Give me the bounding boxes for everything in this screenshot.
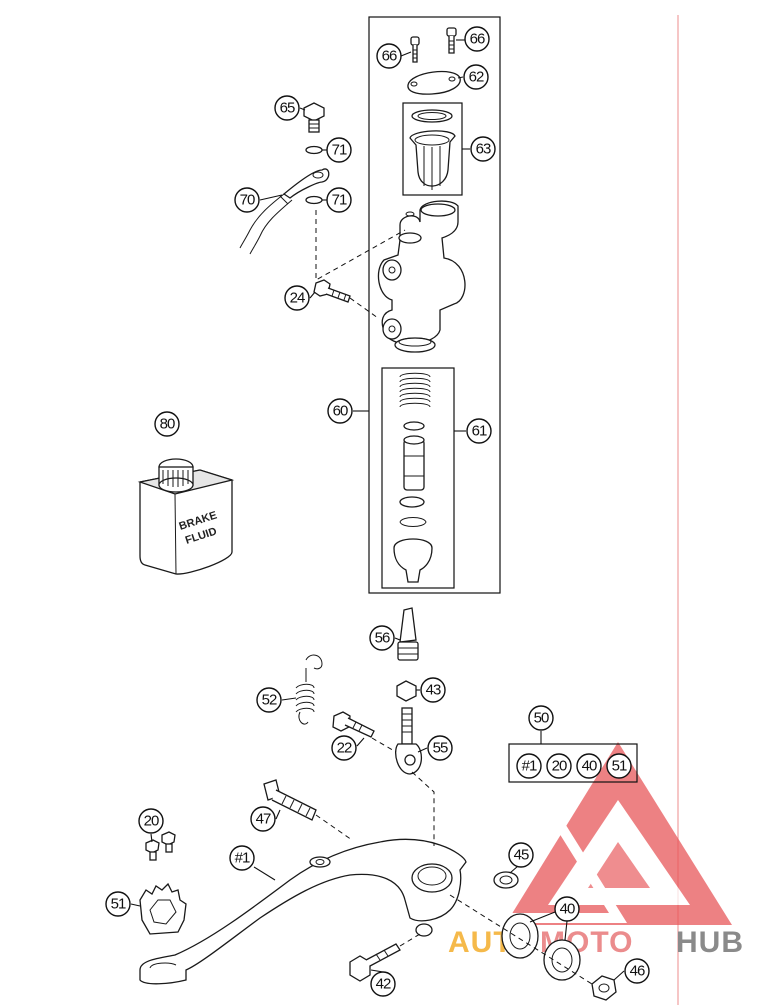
svg-text:20: 20 <box>144 813 159 830</box>
reservoir-cap <box>407 70 461 95</box>
svg-text:51: 51 <box>612 758 627 775</box>
brake-pedal <box>139 838 467 985</box>
callout-62: 62 <box>463 64 489 90</box>
callout-43: 43 <box>420 677 446 703</box>
svg-text:40: 40 <box>582 758 597 775</box>
callout-24: 24 <box>284 285 310 311</box>
callout-47: 47 <box>250 806 276 832</box>
svg-text:20: 20 <box>552 758 567 775</box>
sealing-washer-bottom <box>305 195 323 205</box>
callout-61: 61 <box>466 418 492 444</box>
reservoir-filter <box>409 109 456 190</box>
callout-63: 63 <box>470 136 496 162</box>
svg-text:50: 50 <box>534 710 549 727</box>
svg-text:24: 24 <box>290 290 305 307</box>
pedal-step-plate <box>139 882 187 935</box>
svg-text:51: 51 <box>111 896 126 913</box>
piston-kit-box <box>381 367 455 589</box>
assembly-line-pivot <box>371 737 397 753</box>
assembly-line-hose <box>315 210 406 281</box>
piston-kit <box>393 372 433 583</box>
svg-text:70: 70 <box>240 192 255 209</box>
callout-46: 46 <box>624 958 650 984</box>
svg-text:55: 55 <box>433 740 448 757</box>
master-cylinder-body <box>377 200 466 353</box>
callout-52: 52 <box>256 687 282 713</box>
assembly-line-clevis <box>411 771 435 846</box>
svg-text:80: 80 <box>160 416 175 433</box>
callout-50-item-40: 40 <box>576 753 602 779</box>
callout-56: 56 <box>369 625 395 651</box>
lock-nut <box>396 680 417 702</box>
push-rod <box>397 607 419 661</box>
callout-22: 22 <box>331 735 357 761</box>
svg-text:62: 62 <box>469 69 484 86</box>
svg-text:66: 66 <box>470 31 485 48</box>
svg-text:63: 63 <box>476 141 491 158</box>
leader-lines <box>130 39 638 981</box>
bearings <box>501 913 581 981</box>
brake-fluid-bottle <box>137 458 235 575</box>
reservoir-cap-screws <box>410 27 457 63</box>
callout-20: 20 <box>138 808 164 834</box>
callout-80: 80 <box>154 411 180 437</box>
callout-55: 55 <box>427 735 453 761</box>
callout-66a: 66 <box>376 43 402 69</box>
pivot-bolt <box>332 711 375 738</box>
pedal-pivot-bolt <box>349 943 401 982</box>
svg-text:60: 60 <box>333 403 348 420</box>
clevis <box>395 707 422 775</box>
assembly-line-bearings <box>449 894 593 985</box>
svg-text:71: 71 <box>332 142 347 159</box>
assembly-line-bolt24 <box>349 297 379 319</box>
callout-1: #1 <box>229 845 255 871</box>
small-screws <box>145 831 176 861</box>
svg-text:42: 42 <box>376 976 391 993</box>
svg-text:46: 46 <box>630 963 645 980</box>
callout-70: 70 <box>234 187 260 213</box>
svg-text:45: 45 <box>514 847 529 864</box>
callout-51: 51 <box>105 891 131 917</box>
brake-hose <box>239 168 330 255</box>
callout-50-item-20: 20 <box>546 753 572 779</box>
callout-65: 65 <box>274 95 300 121</box>
assembly-line-bolt42 <box>399 933 421 947</box>
callout-50: 50 <box>528 705 554 731</box>
svg-text:#1: #1 <box>235 850 250 867</box>
bushing <box>493 871 519 889</box>
svg-text:56: 56 <box>375 630 390 647</box>
svg-text:65: 65 <box>280 100 295 117</box>
svg-text:40: 40 <box>560 901 575 918</box>
svg-text:52: 52 <box>262 692 277 709</box>
footrest-bolt <box>263 779 317 821</box>
svg-text:#1: #1 <box>522 758 537 775</box>
callout-71b: 71 <box>326 187 352 213</box>
master-cylinder-group-box <box>368 16 501 594</box>
svg-text:61: 61 <box>472 423 487 440</box>
svg-text:43: 43 <box>426 682 441 699</box>
callout-40: 40 <box>554 896 580 922</box>
callout-42: 42 <box>370 971 396 997</box>
callout-71a: 71 <box>326 137 352 163</box>
callout-66b: 66 <box>464 26 490 52</box>
svg-text:71: 71 <box>332 192 347 209</box>
svg-text:66: 66 <box>382 48 397 65</box>
pedal-nut <box>591 975 617 1001</box>
return-spring <box>295 654 323 725</box>
svg-text:47: 47 <box>256 811 271 828</box>
kit-50-contents-box <box>508 743 638 783</box>
sealing-washer-top <box>305 145 323 155</box>
callout-50-item-1: #1 <box>516 753 542 779</box>
banjo-bolt <box>303 102 325 133</box>
watermark-text-hub: HUB <box>676 926 744 959</box>
callout-45: 45 <box>508 842 534 868</box>
callout-50-item-51: 51 <box>606 753 632 779</box>
callout-60: 60 <box>327 398 353 424</box>
master-cylinder-bolt <box>313 279 351 303</box>
svg-text:22: 22 <box>337 740 352 757</box>
assembly-line-bolt47 <box>315 814 353 841</box>
